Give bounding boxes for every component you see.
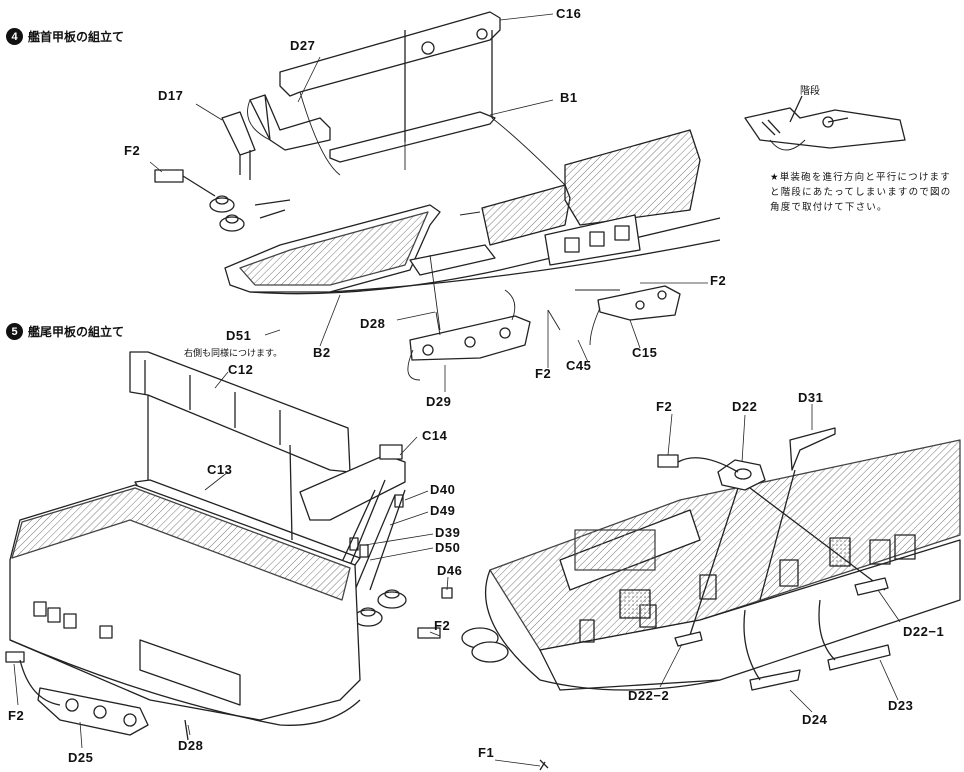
- part-d31: [759, 427, 836, 601]
- label-d28-stern: D28: [178, 738, 204, 753]
- part-c16: [279, 11, 501, 97]
- label-c13: C13: [207, 462, 233, 477]
- orientation-note: ★単装砲を進行方向と平行につけますと階段にあたってしまいますので図の角度で取付け…: [770, 172, 952, 213]
- part-b2-stern-hull: [9, 484, 361, 726]
- label-d27: D27: [290, 38, 316, 53]
- label-c14: C14: [422, 428, 448, 443]
- label-d17: D17: [158, 88, 184, 103]
- label-d22: D22: [732, 399, 758, 414]
- label-d40: D40: [430, 482, 456, 497]
- label-f2-bow-mid: F2: [535, 366, 552, 381]
- step-4-title: 艦首甲板の組立て: [28, 30, 125, 44]
- part-c14: [299, 444, 406, 521]
- part-b1: [329, 30, 496, 163]
- part-d22-1-2: [674, 577, 889, 647]
- aft-deck-right: [461, 439, 961, 691]
- label-b1: B1: [560, 90, 578, 105]
- label-b2: B2: [313, 345, 331, 360]
- step-5-heading: 5 艦尾甲板の組立て: [6, 323, 124, 340]
- part-f2-stern-left: [5, 627, 441, 741]
- label-d22-2: D22−2: [628, 688, 670, 703]
- part-c12: [129, 351, 351, 473]
- label-c45: C45: [566, 358, 592, 373]
- label-c15: C15: [632, 345, 658, 360]
- label-c12: C12: [228, 362, 254, 377]
- label-f2-stern-mid: F2: [434, 618, 451, 633]
- label-f2-stern-left: F2: [8, 708, 25, 723]
- stair-detail: [744, 95, 906, 151]
- step-5-title: 艦尾甲板の組立て: [28, 325, 125, 339]
- stairs-label: 階段: [800, 86, 820, 97]
- turrets-bow: [209, 195, 291, 232]
- step-4-heading: 4 艦首甲板の組立て: [6, 28, 124, 45]
- part-d25: [37, 687, 149, 736]
- bow-deck-forward: [409, 129, 701, 276]
- label-d39: D39: [435, 525, 461, 540]
- label-f2-bow-left: F2: [124, 143, 141, 158]
- part-d27: [249, 94, 331, 151]
- label-d49: D49: [430, 503, 456, 518]
- part-d29: [409, 315, 531, 361]
- label-d28-bow: D28: [360, 316, 386, 331]
- label-d25: D25: [68, 750, 94, 765]
- step-4-number: 4: [6, 28, 23, 45]
- label-d24: D24: [802, 712, 828, 727]
- part-c15: [597, 285, 681, 321]
- label-d46: D46: [437, 563, 463, 578]
- part-b2-bow-hull: [224, 204, 721, 295]
- label-d29: D29: [426, 394, 452, 409]
- label-f2-right: F2: [656, 399, 673, 414]
- label-c16: C16: [556, 6, 582, 21]
- boats: [743, 599, 891, 691]
- step-5-number: 5: [6, 323, 23, 340]
- label-d31: D31: [798, 390, 824, 405]
- label-d22-1: D22−1: [903, 624, 945, 639]
- label-f1: F1: [478, 745, 495, 760]
- label-d51: D51: [226, 328, 252, 343]
- label-f2-bow-right: F2: [710, 273, 727, 288]
- label-d23: D23: [888, 698, 914, 713]
- part-f2-bow-left: [154, 169, 216, 197]
- part-d17: [221, 111, 256, 180]
- d51-note: 右側も同様につけます。: [184, 349, 283, 359]
- label-d50: D50: [435, 540, 461, 555]
- part-f1: [539, 759, 549, 771]
